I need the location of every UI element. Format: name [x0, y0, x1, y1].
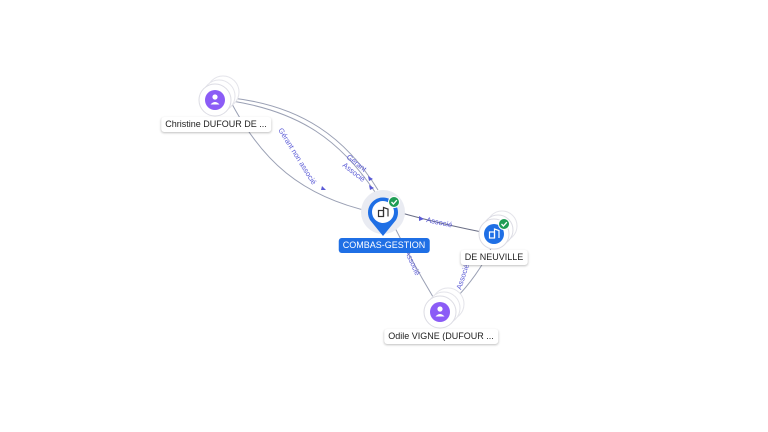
edge-label-combas-neuville: Associé	[426, 215, 454, 229]
person-icon	[430, 302, 450, 322]
edge-label-combas-odile: Associé	[403, 249, 422, 277]
node-label-christine[interactable]: Christine DUFOUR DE ...	[161, 117, 271, 132]
arrowhead	[321, 186, 326, 190]
check-icon	[498, 218, 510, 230]
arrowhead	[369, 185, 374, 190]
edge-christine-combas-associe	[231, 97, 379, 191]
node-odile[interactable]	[423, 287, 465, 329]
node-combas[interactable]	[361, 190, 405, 236]
node-christine[interactable]	[198, 75, 240, 117]
arrowhead	[368, 176, 373, 181]
person-icon	[205, 90, 225, 110]
node-label-neuville[interactable]: DE NEUVILLE	[460, 250, 528, 265]
company-icon	[484, 224, 504, 244]
edge-christine-combas-gerant	[231, 100, 376, 193]
check-icon	[388, 196, 400, 208]
company-icon	[377, 206, 389, 218]
node-label-odile[interactable]: Odile VIGNE (DUFOUR ...	[384, 329, 498, 344]
node-label-combas[interactable]: COMBAS-GESTION	[338, 238, 430, 253]
edge-label-gerant-non-associe: Gérant non associé	[276, 126, 318, 186]
arrowhead	[419, 216, 424, 221]
edge-label-neuville-odile: Associé	[454, 263, 471, 291]
node-neuville[interactable]	[478, 210, 518, 250]
